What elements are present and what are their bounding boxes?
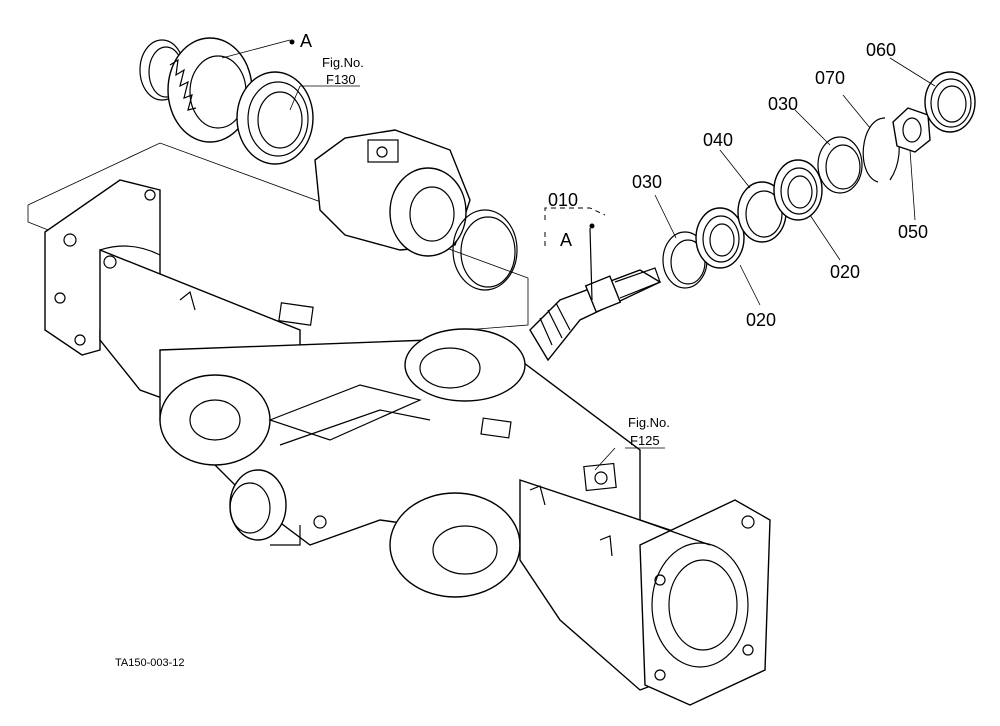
callout-030-b: 030 <box>768 94 798 114</box>
callout-050: 050 <box>898 222 928 242</box>
callout-030-a: 030 <box>632 172 662 192</box>
callout-040: 040 <box>703 130 733 150</box>
callout-020-b: 020 <box>830 262 860 282</box>
callout-020-a: 020 <box>746 310 776 330</box>
fig-ref-label-f125: Fig.No. <box>628 415 670 430</box>
callout-labels: A A 010 030 040 020 030 020 070 060 050 … <box>115 31 928 669</box>
pinion-shaft <box>529 227 662 362</box>
differential-assembly <box>139 37 518 291</box>
leader-lines <box>221 39 936 471</box>
callout-070: 070 <box>815 68 845 88</box>
fig-ref-number-f130: F130 <box>326 72 356 87</box>
axle-housing <box>27 142 771 706</box>
shaft-components <box>662 71 976 289</box>
fig-ref-label-f130: Fig.No. <box>322 55 364 70</box>
callout-ref-a-top: A <box>300 31 312 51</box>
drawing-code: TA150-003-12 <box>115 657 185 669</box>
callout-060: 060 <box>866 40 896 60</box>
callout-010: 010 <box>548 190 578 210</box>
fig-ref-number-f125: F125 <box>630 433 660 448</box>
callout-ref-a-mid: A <box>560 230 572 250</box>
